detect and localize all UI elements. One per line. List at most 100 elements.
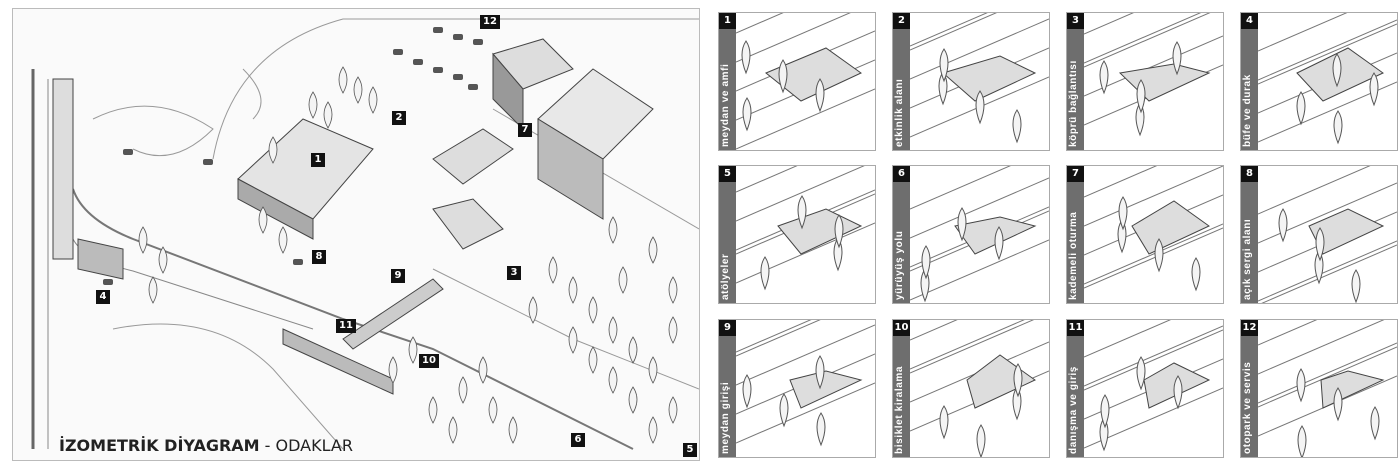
car-5 — [453, 74, 463, 80]
car-3 — [413, 59, 423, 65]
panel-label: büfe ve durak — [1242, 74, 1253, 147]
tree-36 — [648, 416, 658, 444]
tree-0 — [338, 66, 348, 94]
tree-21 — [528, 296, 538, 324]
label-strip — [1241, 13, 1258, 150]
focus-panel-12[interactable]: 12 otopark ve servis — [1240, 319, 1398, 458]
map-marker-9[interactable]: 9 — [391, 269, 405, 283]
title-rest: - ODAKLAR — [259, 436, 353, 455]
tree-31 — [388, 356, 398, 384]
panel-number: 11 — [1067, 320, 1084, 336]
panel-sketch — [736, 320, 875, 447]
label-strip — [1067, 320, 1084, 457]
panel-sketch — [910, 166, 1049, 303]
tree-35 — [668, 396, 678, 424]
map-marker-6[interactable]: 6 — [571, 433, 585, 447]
panel-number: 3 — [1067, 13, 1084, 29]
panel-number: 2 — [893, 13, 910, 29]
label-strip — [893, 166, 910, 303]
panel-number: 12 — [1241, 320, 1258, 336]
site-drawing — [31, 18, 699, 450]
tree-7 — [278, 226, 288, 254]
tree-10 — [148, 276, 158, 304]
map-marker-4[interactable]: 4 — [96, 290, 110, 304]
panel-sketch — [1084, 320, 1223, 452]
tree-17 — [568, 326, 578, 354]
label-strip — [1241, 320, 1258, 457]
map-marker-12[interactable]: 12 — [480, 15, 500, 29]
car-9 — [203, 159, 213, 165]
label-strip — [719, 13, 736, 150]
tree-32 — [428, 396, 438, 424]
tree-13 — [588, 296, 598, 324]
tree-22 — [608, 216, 618, 244]
tree-27 — [488, 396, 498, 424]
focus-panel-5[interactable]: 5 atölyeler — [718, 165, 876, 304]
tree-26 — [458, 376, 468, 404]
label-strip — [1241, 166, 1258, 303]
panel-number: 6 — [893, 166, 910, 182]
car-10 — [103, 279, 113, 285]
tree-34 — [668, 316, 678, 344]
panel-number: 5 — [719, 166, 736, 182]
map-marker-7[interactable]: 7 — [518, 123, 532, 137]
label-strip — [1067, 13, 1084, 150]
tree-12 — [568, 276, 578, 304]
tree-18 — [588, 346, 598, 374]
isometric-site-diagram: İZOMETRİK DİYAGRAM - ODAKLAR 1 2 3 4 5 6… — [12, 8, 700, 461]
panel-sketch — [736, 166, 875, 291]
label-strip — [893, 13, 910, 150]
panel-label: atölyeler — [720, 253, 731, 300]
car-7 — [468, 84, 478, 90]
panel-sketch — [1258, 166, 1397, 303]
tree-2 — [368, 86, 378, 114]
panel-label: açık sergi alanı — [1242, 218, 1253, 300]
diagram-title: İZOMETRİK DİYAGRAM - ODAKLAR — [59, 436, 353, 455]
tree-20 — [628, 386, 638, 414]
car-2 — [473, 39, 483, 45]
tree-28 — [508, 416, 518, 444]
panel-sketch — [1258, 320, 1397, 457]
tree-23 — [648, 236, 658, 264]
tree-15 — [628, 336, 638, 364]
tree-16 — [648, 356, 658, 384]
tree-5 — [268, 136, 278, 164]
label-strip — [719, 166, 736, 303]
map-marker-5[interactable]: 5 — [683, 443, 697, 457]
focus-panel-2[interactable]: 2 etkinlik alanı — [892, 12, 1050, 151]
tree-6 — [258, 206, 268, 234]
panel-label: etkinlik alanı — [894, 78, 905, 147]
map-marker-8[interactable]: 8 — [312, 250, 326, 264]
panel-label: otopark ve servis — [1242, 361, 1253, 454]
tree-4 — [323, 101, 333, 129]
map-marker-1[interactable]: 1 — [311, 153, 325, 167]
car-0 — [433, 27, 443, 33]
focus-panel-11[interactable]: 11 danışma ve giriş — [1066, 319, 1224, 458]
tree-11 — [548, 256, 558, 284]
panel-sketch — [736, 13, 875, 150]
label-strip — [1067, 166, 1084, 303]
tree-14 — [608, 316, 618, 344]
panel-label: kademeli oturma — [1068, 211, 1079, 300]
map-marker-10[interactable]: 10 — [419, 354, 439, 368]
car-4 — [433, 67, 443, 73]
map-marker-11[interactable]: 11 — [336, 319, 356, 333]
map-marker-3[interactable]: 3 — [507, 266, 521, 280]
tree-29 — [478, 356, 488, 384]
panel-label: danışma ve giriş — [1068, 366, 1079, 454]
panel-label: meydan ve amfi — [720, 63, 731, 147]
label-strip — [893, 320, 910, 457]
tree-1 — [353, 76, 363, 104]
label-strip — [719, 320, 736, 457]
car-6 — [393, 49, 403, 55]
map-marker-2[interactable]: 2 — [392, 111, 406, 125]
panel-sketch — [1258, 13, 1397, 145]
